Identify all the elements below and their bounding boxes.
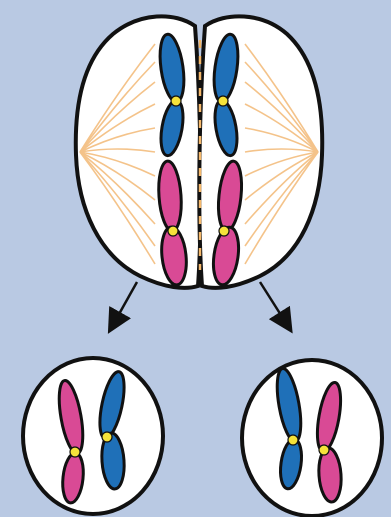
centromere-dot [168, 226, 178, 236]
centromere-dot [319, 445, 329, 455]
centromere-dot [70, 447, 80, 457]
centromere-dot [218, 96, 228, 106]
parent-cell [76, 16, 322, 288]
centromere-dot [102, 432, 112, 442]
centromere-dot [219, 226, 229, 236]
daughter-cell-right [242, 360, 382, 516]
daughter-cell-left [23, 358, 163, 514]
centromere-dot [171, 96, 181, 106]
centromere-dot [288, 435, 298, 445]
